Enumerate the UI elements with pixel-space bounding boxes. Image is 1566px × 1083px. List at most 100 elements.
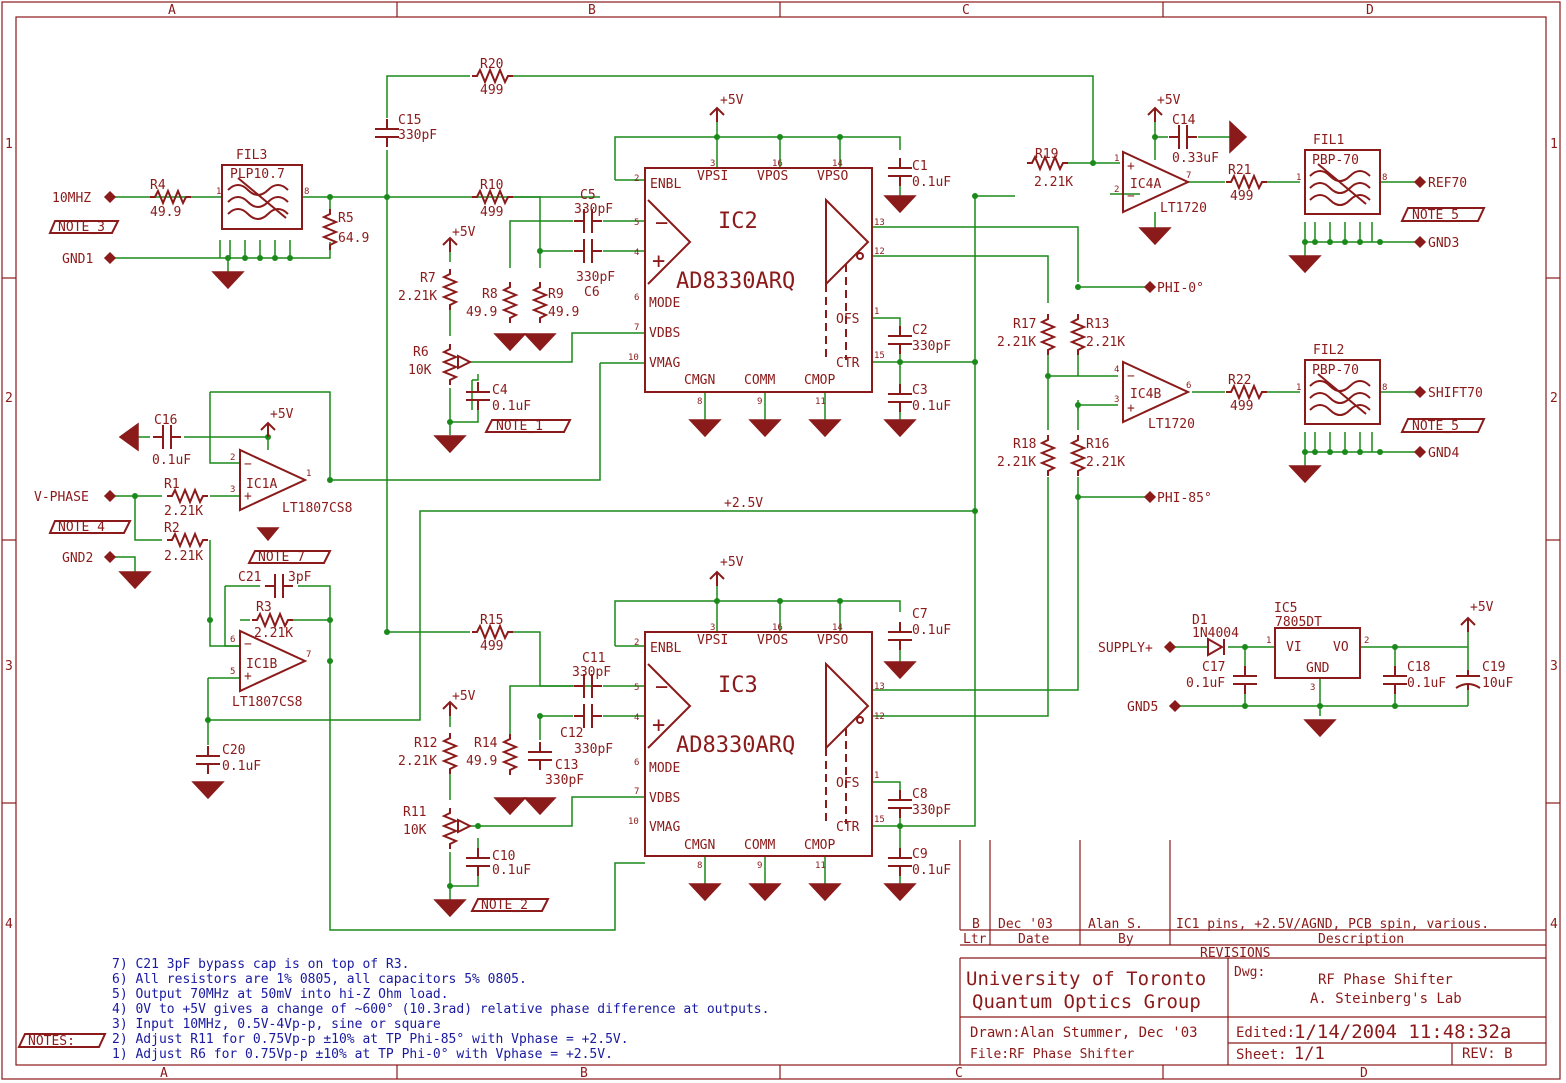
resistor-r16: R16 2.21K (1071, 434, 1125, 477)
part-value: PLP10.7 (230, 167, 285, 182)
ic3-ref: IC3 (718, 673, 758, 698)
pin-label: VMAG (649, 356, 680, 371)
part-ref: R14 (474, 736, 498, 751)
part-value: 10uF (1482, 676, 1513, 691)
col-label: C (962, 3, 970, 18)
capacitor-c11: C11 330pF (572, 651, 611, 699)
pin-label: VPOS (757, 633, 788, 648)
part-value: 0.1uF (912, 399, 951, 414)
comparator-ic4a (1122, 150, 1191, 214)
part-ref: IC1B (246, 657, 277, 672)
svg-text:+: + (244, 669, 252, 684)
svg-text:3: 3 (710, 623, 715, 633)
net-10mhz-label: 10MHZ (52, 191, 91, 206)
note-line: 5) Output 70MHz at 50mV into hi-Z Ohm lo… (112, 987, 449, 1002)
part-value: 2.21K (398, 289, 437, 304)
part-ref: R19 (1035, 147, 1058, 162)
sheet-number: 1/1 (1294, 1044, 1325, 1064)
net-phi85-label: PHI-85° (1157, 491, 1212, 506)
file-name: File:RF Phase Shifter (970, 1047, 1135, 1062)
note-line: 1) Adjust R6 for 0.75Vp-p ±10% at TP Phi… (112, 1047, 613, 1062)
net-phi0-label: PHI-0° (1157, 281, 1204, 296)
svg-text:1: 1 (1114, 154, 1119, 164)
part-value: 2.21K (1034, 175, 1073, 190)
svg-text:12: 12 (874, 247, 885, 257)
part-value: 0.1uF (152, 453, 191, 468)
part-ref: C15 (398, 113, 421, 128)
capacitor-c20: C20 0.1uF (195, 743, 261, 775)
resistor-r13: R13 2.21K (1071, 313, 1125, 356)
part-value: 2.21K (164, 549, 203, 564)
resistor-r12: R12 2.21K (398, 732, 457, 775)
part-value: 0.1uF (912, 863, 951, 878)
part-ref: R11 (403, 805, 426, 820)
part-value: 499 (480, 639, 503, 654)
pin-label: ENBL (650, 641, 681, 656)
potentiometer-r6: R6 10K (408, 343, 473, 386)
rev-date: Dec '03 (998, 917, 1053, 932)
ic2-block: −+ IC2 AD8330ARQ ENBL VPSI VPOS VPSO MOD… (628, 93, 951, 437)
part-value: 2.21K (164, 504, 203, 519)
part-value: 330pF (572, 665, 611, 680)
svg-text:2: 2 (230, 453, 235, 463)
svg-text:−: − (244, 457, 252, 472)
part-value: 0.1uF (1407, 676, 1446, 691)
svg-text:2: 2 (1364, 636, 1369, 646)
svg-text:9: 9 (757, 397, 762, 407)
net-gnd5-label: GND5 (1127, 700, 1158, 715)
opamp-ic1b (239, 629, 308, 693)
part-ref: C12 (560, 726, 583, 741)
input-section: 10MHZ GND1 NOTE_3 R4 49.9 FIL3 PLP10.7 1… (48, 57, 615, 453)
net-gnd2-label: GND2 (62, 551, 93, 566)
row-label: 4 (1550, 917, 1558, 932)
dwg-label: Dwg: (1234, 965, 1265, 980)
row-label: 1 (1550, 137, 1558, 152)
capacitor-c2: C2 330pF (887, 323, 951, 355)
note-tag (1400, 207, 1486, 222)
opamp-ic1a (239, 448, 308, 512)
net-vphase-label: V-PHASE (34, 490, 89, 505)
svg-text:+: + (1127, 159, 1135, 174)
capacitor-c19: C19 10uF (1455, 660, 1513, 691)
svg-text:2: 2 (634, 638, 639, 648)
pin-label: VPOS (757, 169, 788, 184)
net-ref70-label: REF70 (1428, 176, 1467, 191)
part-value: 499 (480, 205, 503, 220)
part-ref: C19 (1482, 660, 1505, 675)
svg-text:9: 9 (757, 861, 762, 871)
part-ref: R9 (548, 287, 564, 302)
vcc-5v-symbol: +5V (1147, 93, 1181, 123)
part-value: 0.1uF (912, 175, 951, 190)
resistor-r3: R3 2.21K (251, 600, 294, 641)
capacitor-c9: C9 0.1uF (887, 847, 951, 878)
svg-text:14: 14 (832, 159, 843, 169)
part-value: 330pF (398, 128, 437, 143)
vcc-5v-symbol: +5V (1460, 600, 1494, 633)
part-value: 330pF (574, 202, 613, 217)
net-2v5-label: +2.5V (724, 496, 763, 511)
notes-tag-label: NOTES: (28, 1034, 75, 1049)
resistor-r10: R10 499 (471, 178, 514, 220)
note-tag-label: NOTE_3 (58, 220, 105, 235)
svg-text:11: 11 (815, 861, 826, 871)
pin-label: VO (1333, 640, 1349, 655)
part-value: 7805DT (1275, 615, 1322, 630)
part-ref: C21 (238, 570, 261, 585)
part-ref: R18 (1013, 437, 1036, 452)
net-label: +5V (452, 225, 476, 240)
part-value: 2.21K (254, 626, 293, 641)
part-ref: R12 (414, 736, 437, 751)
rev-ltr: B (972, 917, 980, 932)
col-label: A (168, 3, 176, 18)
resistor-r9: R9 49.9 (533, 281, 579, 324)
resistor-r8: R8 49.9 (466, 281, 517, 324)
part-value: 499 (1230, 399, 1253, 414)
part-ref: C7 (912, 607, 928, 622)
svg-text:1: 1 (874, 771, 879, 781)
pin-label: VDBS (649, 326, 680, 341)
pin-label: ENBL (650, 177, 681, 192)
resistor-r2: R2 2.21K (164, 521, 209, 564)
rev-header-ltr: Ltr (963, 932, 987, 947)
